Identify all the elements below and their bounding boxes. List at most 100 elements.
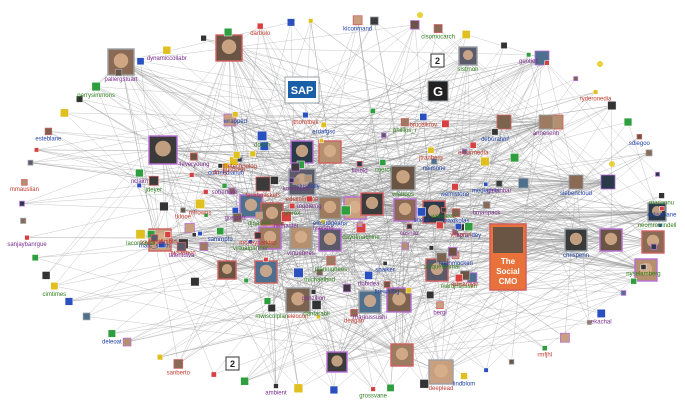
graph-node [217,163,223,169]
edge [244,209,406,382]
avatar-face [398,202,412,216]
graph-node [259,141,269,151]
graph-node [491,128,499,136]
graph-node [658,192,665,199]
edge [313,177,404,292]
avatar-node [496,114,512,130]
node-label: tylerkhs [313,226,334,232]
edge [224,121,505,186]
edge [440,292,624,373]
edge [485,184,577,241]
avatar-node [173,359,184,369]
edge [229,119,577,183]
edge [329,135,384,241]
node-label: neimone [423,166,447,172]
g-logo-node: G [427,80,449,102]
graph-node [541,345,548,351]
avatar-node [352,15,363,26]
node-label: bmanpack [473,210,502,216]
edge [541,57,658,175]
avatar-face [395,347,409,361]
graph-node [256,22,264,30]
node-label: tfimbld [159,240,177,246]
node-label: sheryl [414,218,430,224]
node-label: kowenseo [283,186,311,192]
avatar-face [430,262,444,276]
edge [575,211,658,241]
edge [239,57,543,160]
node-label: kiconmand [343,27,372,33]
node-label: erdafgsc [312,130,335,136]
badge-number: 2 [230,359,235,369]
node-label: erdarmedia [458,150,489,156]
edge [300,164,577,183]
edge [402,177,486,185]
edge [357,20,400,301]
edge [120,61,252,207]
edge [528,54,577,241]
node-label: mediadeel [472,188,500,194]
node-label: deeplead [429,386,454,392]
edge [401,209,406,356]
node-label: ealiseriane [647,213,677,219]
edge [159,121,557,358]
node-label: gregpitz [225,216,246,222]
edge [301,121,405,183]
social-cmo-line-1: The [501,257,516,266]
node-label: pallergstuart [104,77,137,83]
edge [371,203,662,209]
edge [369,28,439,303]
edge [229,119,661,226]
node-label: osubtrad [140,240,163,246]
node-label: mgolemg [297,204,322,210]
node-label: bergi [433,311,446,317]
graph-node [308,18,314,24]
avatar-node [401,242,409,250]
edge [564,181,577,338]
avatar-node [82,312,91,321]
avatar-node [482,201,491,209]
avatar-node [316,269,323,276]
edge [120,61,374,390]
edge [35,211,658,258]
graph-node [221,183,228,189]
graph-node [318,138,324,144]
edge [467,55,590,323]
edge [120,61,155,239]
edge [541,57,663,209]
node-label: rmfjhl [537,353,552,359]
node-label: wendeeb [430,214,456,220]
avatar-node [199,242,209,251]
graph-node [630,277,637,285]
graph-node [222,162,230,169]
edge [140,211,658,235]
node-label: phillips_r [393,128,417,134]
avatar-node [342,283,352,293]
node-label: martijnlinssen [441,284,478,290]
graph-node [659,206,665,211]
node-label: sanberto [167,370,191,376]
edge [291,180,338,363]
edge [265,271,388,285]
graph-node [382,261,388,266]
graph-node [240,376,249,386]
avatar-face [155,140,171,157]
graph-node [428,245,434,251]
edge [203,121,505,247]
badge-number: 2 [435,56,440,66]
edge [95,86,161,241]
node-label: geotiefi [519,59,538,65]
avatar-node [560,332,570,343]
avatar-node [636,134,643,140]
avatar-node [122,337,132,347]
avatar-node [254,231,262,240]
edge [329,91,596,153]
edge [301,62,548,153]
avatar-node [114,68,123,77]
avatar-node [176,241,187,252]
node-label: rwmaster [274,223,299,229]
edge [467,55,609,183]
node-label: ekachal [591,320,612,326]
edge [485,121,547,185]
edge [575,181,661,226]
